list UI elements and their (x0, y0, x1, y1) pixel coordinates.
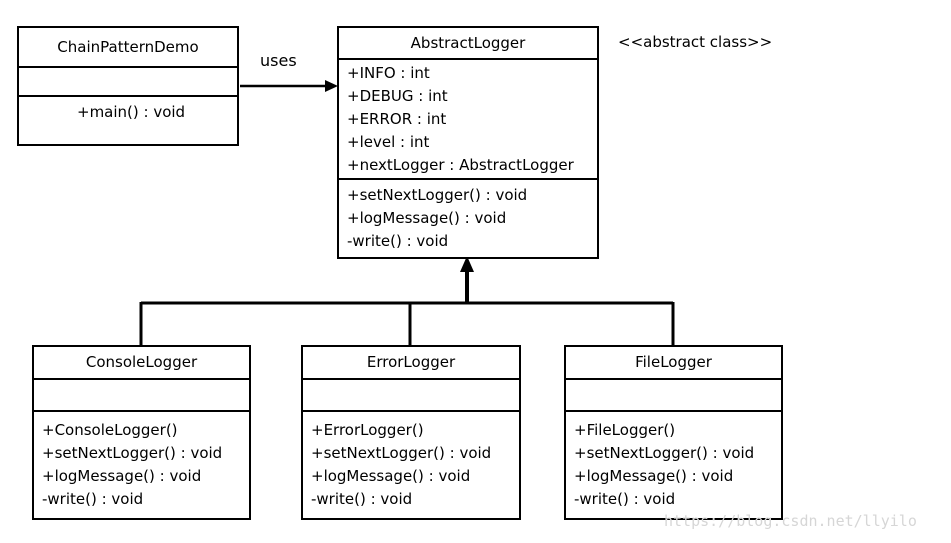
inheritance-arrow-head (460, 256, 474, 272)
methods-section: +FileLogger() +setNextLogger() : void +l… (566, 412, 781, 511)
class-file-logger: FileLogger +FileLogger() +setNextLogger(… (564, 345, 783, 520)
method: +FileLogger() (574, 421, 676, 439)
method: +logMessage() : void (42, 467, 202, 485)
methods-section: +ConsoleLogger() +setNextLogger() : void… (34, 412, 249, 511)
methods-section: +ErrorLogger() +setNextLogger() : void +… (303, 412, 519, 511)
method: +setNextLogger() : void (574, 444, 755, 462)
method: -write() : void (311, 490, 413, 508)
uses-arrow-head (325, 80, 338, 92)
class-name: AbstractLogger (339, 28, 597, 60)
class-name: ErrorLogger (303, 347, 519, 380)
method: +logMessage() : void (574, 467, 734, 485)
method: -write() : void (574, 490, 676, 508)
attribute: +DEBUG : int (347, 87, 448, 105)
attribute: +ERROR : int (347, 110, 447, 128)
attributes-section (34, 380, 249, 412)
stereotype-label: <<abstract class>> (618, 33, 773, 51)
attribute: +nextLogger : AbstractLogger (347, 156, 574, 174)
method: +logMessage() : void (347, 209, 507, 227)
method: -write() : void (347, 232, 449, 250)
uses-label: uses (260, 51, 297, 70)
attributes-section (566, 380, 781, 412)
class-chain-pattern-demo: ChainPatternDemo +main() : void (17, 26, 239, 146)
attributes-section (303, 380, 519, 412)
method: +logMessage() : void (311, 467, 471, 485)
attribute: +level : int (347, 133, 430, 151)
attributes-section: +INFO : int +DEBUG : int +ERROR : int +l… (339, 60, 597, 180)
method: +ConsoleLogger() (42, 421, 178, 439)
class-name: FileLogger (566, 347, 781, 380)
class-error-logger: ErrorLogger +ErrorLogger() +setNextLogge… (301, 345, 521, 520)
watermark: https://blog.csdn.net/llyilo (664, 512, 917, 530)
class-abstract-logger: AbstractLogger +INFO : int +DEBUG : int … (337, 26, 599, 259)
attributes-section (19, 68, 237, 97)
class-name: ConsoleLogger (34, 347, 249, 380)
method: +setNextLogger() : void (42, 444, 223, 462)
method: +setNextLogger() : void (311, 444, 492, 462)
attribute: +INFO : int (347, 64, 430, 82)
methods-section: +main() : void (19, 97, 237, 124)
class-console-logger: ConsoleLogger +ConsoleLogger() +setNextL… (32, 345, 251, 520)
class-name: ChainPatternDemo (19, 28, 237, 68)
method: +setNextLogger() : void (347, 186, 528, 204)
methods-section: +setNextLogger() : void +logMessage() : … (339, 180, 597, 253)
method: +main() : void (77, 103, 186, 121)
method: +ErrorLogger() (311, 421, 424, 439)
method: -write() : void (42, 490, 144, 508)
